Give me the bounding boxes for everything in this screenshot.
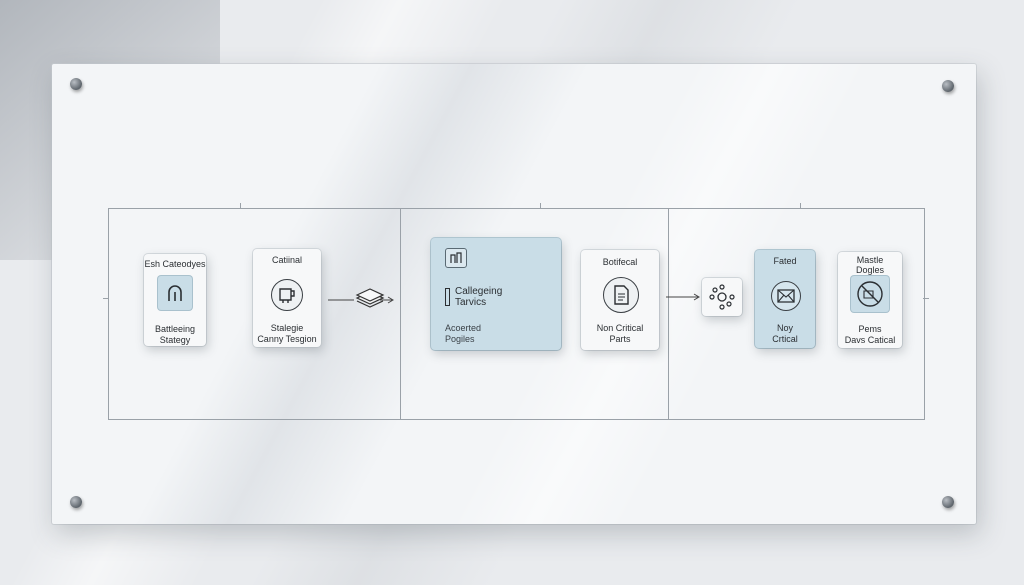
marker-bar [445,288,450,306]
card-title: Fated [773,256,797,266]
card-title: Mastle [856,255,884,265]
card-label: Non Critical [596,323,644,333]
card-label: Noy [776,323,793,333]
card-network[interactable] [702,278,742,316]
card-icon-circle [271,279,303,311]
card-callegeing-tarvics[interactable]: Callegeing Tarvics Acoerted Pogiles [431,238,561,350]
arch-icon [168,285,182,301]
screw-top-right [942,80,954,92]
card-sublabel: Davs Catical [844,335,896,345]
card-sublabel: Stategy [159,335,191,345]
envelope-icon [777,289,795,303]
screw-bottom-left [70,496,82,508]
card-icon-box [851,276,889,312]
card-icon-circle [603,277,639,313]
card-catiinal[interactable]: Catiinal Stalegie Canny Tesgion [253,249,321,347]
building-icon-box [445,248,467,268]
divider-1 [400,208,401,420]
frame-tick-top [540,203,541,209]
document-icon [614,285,629,305]
card-icon-box [158,276,192,310]
frame-tick-right [923,298,929,299]
card-label: Pems [858,324,882,334]
card-title: Catiinal [271,255,302,265]
card-botifecal[interactable]: Botifecal Non Critical Parts [581,250,659,350]
screw-top-left [70,78,82,90]
card-heading-2: Tarvics [455,297,487,308]
card-icon-circle [771,281,801,311]
frame-tick-top [240,203,241,209]
card-title-2: Dogles [855,265,884,275]
stack-icon [355,288,385,308]
card-label: Battleeing [154,324,196,334]
frame-tick-left [103,298,109,299]
card-heading: Callegeing [455,286,503,297]
card-label: Stalegie [270,323,304,333]
card-fated[interactable]: Fated Noy Crtical [755,250,815,348]
diagram-frame [108,208,925,420]
blocked-icon [857,281,883,307]
building-icon [450,252,462,263]
frame-tick-top [800,203,801,209]
card-sublabel: Canny Tesgion [257,334,317,344]
card-title: Esh Cateodyes [144,259,206,269]
card-sublabel: Parts [609,334,631,344]
card-label: Acoerted [445,323,482,333]
card-title: Botifecal [602,257,638,267]
arrow-right-icon [666,293,700,301]
network-icon [709,284,735,310]
screw-bottom-right [942,496,954,508]
connector-arrow-1 [328,296,394,304]
card-sublabel: Crtical [772,334,798,344]
divider-2 [668,208,669,420]
mug-icon [279,288,295,303]
card-mastle-dogles[interactable]: Mastle Dogles Pems Davs Catical [838,252,902,348]
card-esh-cateodyes[interactable]: Esh Cateodyes Battleeing Stategy [144,254,206,346]
card-sublabel: Pogiles [445,334,475,344]
